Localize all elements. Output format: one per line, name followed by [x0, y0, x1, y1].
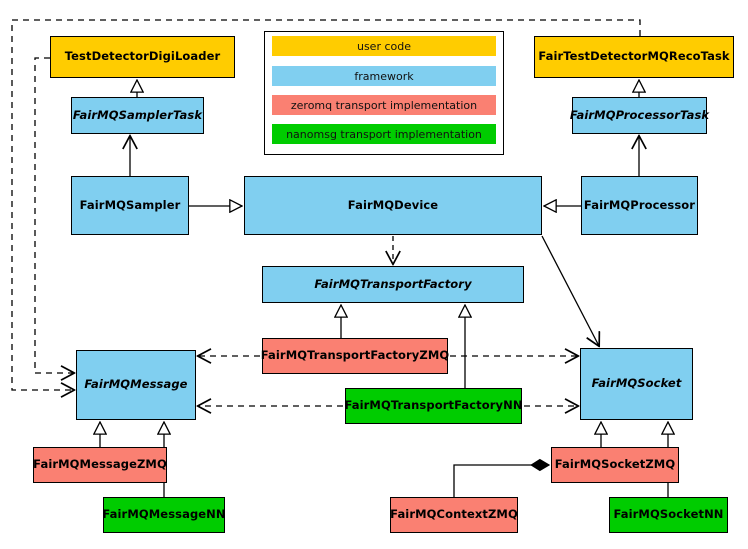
class-label: FairMQMessageNN	[102, 507, 226, 522]
class-label: FairMQProcessorTask	[569, 107, 710, 122]
edge-digiloader-message	[34, 57, 74, 373]
class-box-fairmqsocket[interactable]: FairMQSocket	[580, 348, 693, 420]
legend-item-nanomsg: nanomsg transport implementation	[272, 124, 496, 144]
class-label: FairMQMessageZMQ	[33, 457, 167, 472]
class-box-fairmqtransportfactorynn[interactable]: FairMQTransportFactoryNN	[344, 388, 523, 424]
class-label: FairMQTransportFactoryZMQ	[260, 348, 450, 363]
legend-label-user-code: user code	[356, 39, 412, 53]
class-box-testdetectordigiloader[interactable]: TestDetectorDigiLoader	[50, 36, 235, 78]
legend-item-zeromq: zeromq transport implementation	[272, 95, 496, 115]
class-box-fairmqcontextzmq[interactable]: FairMQContextZMQ	[390, 497, 518, 533]
edge-device-socket	[541, 235, 599, 346]
class-box-fairmqprocessortask[interactable]: FairMQProcessorTask	[569, 97, 710, 134]
class-box-fairmqmessagenn[interactable]: FairMQMessageNN	[102, 497, 226, 533]
legend-label-nanomsg: nanomsg transport implementation	[286, 127, 482, 141]
legend-label-zeromq: zeromq transport implementation	[290, 98, 478, 112]
legend-label-framework: framework	[354, 69, 414, 83]
class-box-fairmqsocketzmq[interactable]: FairMQSocketZMQ	[551, 447, 679, 483]
class-box-fairmqdevice[interactable]: FairMQDevice	[244, 176, 542, 235]
class-label: FairMQSocket	[591, 376, 682, 391]
edge-recotask-message	[11, 19, 641, 390]
class-label: FairMQSamplerTask	[72, 107, 203, 122]
legend-item-framework: framework	[272, 66, 496, 86]
class-box-fairmqmessagezmq[interactable]: FairMQMessageZMQ	[33, 447, 167, 483]
class-box-fairmqtransportfactoryzmq[interactable]: FairMQTransportFactoryZMQ	[260, 338, 450, 374]
class-label: TestDetectorDigiLoader	[64, 49, 221, 64]
class-label: FairMQSampler	[79, 197, 181, 212]
class-label: FairMQSocketNN	[613, 507, 724, 522]
class-label: FairTestDetectorMQRecoTask	[538, 49, 730, 64]
class-box-fairtestdetectormqrecotask[interactable]: FairTestDetectorMQRecoTask	[534, 36, 734, 78]
class-box-fairmqprocessor[interactable]: FairMQProcessor	[581, 176, 698, 235]
legend-item-user-code: user code	[272, 36, 496, 56]
class-label: FairMQMessage	[84, 377, 188, 392]
class-box-fairmqtransportfactory[interactable]: FairMQTransportFactory	[262, 266, 524, 303]
edge-contextzmq-socketzmq	[453, 465, 549, 497]
class-box-fairmqsocketnn[interactable]: FairMQSocketNN	[609, 497, 728, 533]
class-label: FairMQContextZMQ	[390, 507, 518, 522]
class-label: FairMQSocketZMQ	[554, 457, 676, 472]
class-label: FairMQTransportFactory	[314, 276, 472, 291]
class-label: FairMQTransportFactoryNN	[344, 398, 523, 413]
class-label: FairMQProcessor	[583, 197, 696, 212]
class-box-fairmqsamplertask[interactable]: FairMQSamplerTask	[71, 97, 204, 134]
class-box-fairmqsampler[interactable]: FairMQSampler	[71, 176, 189, 235]
class-box-fairmqmessage[interactable]: FairMQMessage	[76, 350, 196, 420]
class-label: FairMQDevice	[347, 197, 439, 212]
